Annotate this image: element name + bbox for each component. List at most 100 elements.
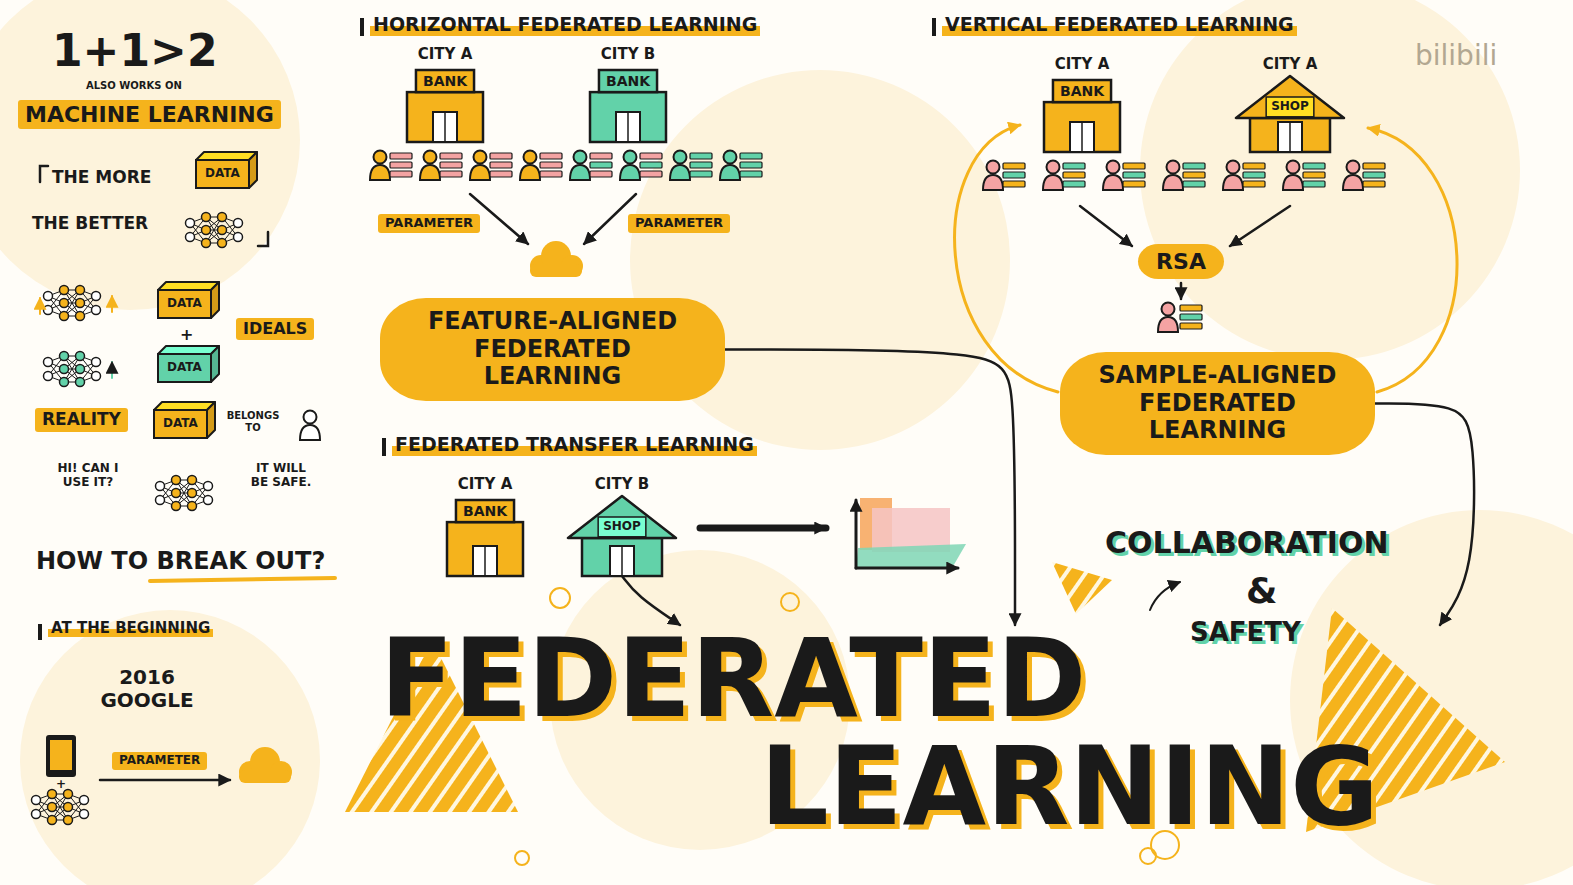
data-box: DATA (158, 354, 211, 382)
person-head (424, 151, 437, 164)
data-bar (640, 153, 662, 159)
node-text: FEATURE-ALIGNED FEDERATED LEARNING (408, 308, 697, 391)
bank-sign (456, 500, 514, 522)
person-body (1158, 317, 1178, 332)
person-body (570, 165, 590, 180)
person-body (370, 165, 390, 180)
flow-arrow (1375, 403, 1474, 625)
corner-bracket (258, 232, 268, 246)
person-icon (470, 151, 490, 181)
door-split (1289, 122, 1291, 152)
box-front (154, 410, 207, 438)
person-body (1103, 175, 1123, 190)
feedback-loop (955, 125, 1058, 392)
net-neuron (60, 312, 69, 321)
person-body (300, 425, 320, 440)
person-head (1347, 161, 1360, 174)
person-body (720, 165, 740, 180)
person-head (304, 411, 317, 424)
box-top (196, 152, 257, 160)
person-body (420, 165, 440, 180)
building-door (610, 546, 634, 576)
data-bar (740, 162, 762, 168)
box-side (211, 282, 219, 318)
watermark: bilibili (1415, 40, 1497, 72)
node-text: MACHINE LEARNING (25, 102, 274, 127)
net-neuron (92, 292, 101, 301)
year-company: 2016 GOOGLE (92, 666, 202, 712)
bank-building: CITY ABANK (395, 46, 495, 142)
person-body (1043, 175, 1063, 190)
neural-net-icon (156, 476, 213, 511)
person-body (470, 165, 490, 180)
growth-arrow (39, 298, 41, 314)
data-bar (490, 162, 512, 168)
person-head (474, 151, 487, 164)
data-bar (1363, 163, 1385, 169)
person-head (1227, 161, 1240, 174)
net-neuron (188, 476, 197, 485)
net-neuron (92, 306, 101, 315)
person-icon (300, 411, 320, 441)
node-text: PARAMETER (635, 216, 723, 231)
heading-bar (38, 624, 42, 640)
box-top (158, 282, 219, 290)
highlight-band: PARAMETER (628, 214, 730, 233)
growth-arrow (111, 362, 113, 378)
box-top (154, 402, 215, 410)
slogan-text: COLLABORATION (1105, 526, 1389, 561)
building-door (433, 112, 457, 142)
data-bar (640, 171, 662, 177)
phone-screen (50, 740, 72, 770)
net-neuron (172, 476, 181, 485)
data-bar (540, 171, 562, 177)
person-head (724, 151, 737, 164)
bank-building: CITY ABANK (1032, 56, 1132, 152)
building-sign-text: BANK (463, 503, 507, 519)
net-neuron (48, 790, 57, 799)
highlight-band: PARAMETER (112, 752, 207, 770)
net-neuron (44, 372, 53, 381)
net-neuron (202, 239, 211, 248)
feedback-loop (1368, 128, 1457, 392)
node-text: REALITY (42, 410, 121, 430)
box-front (158, 290, 211, 318)
net-neuron (234, 219, 243, 228)
net-neuron (218, 213, 227, 222)
plus-sign: + (56, 778, 66, 792)
neural-net-icon (44, 352, 101, 387)
slogan-text: & (1246, 570, 1277, 611)
net-neuron (60, 352, 69, 361)
chart-axis (855, 500, 858, 568)
phone-icon (46, 735, 76, 777)
net-neuron (60, 299, 69, 308)
data-bar (1180, 323, 1202, 329)
net-neuron (76, 312, 85, 321)
quote-text: THE BETTER (32, 214, 148, 234)
data-bar (1003, 172, 1025, 178)
data-bar (490, 153, 512, 159)
data-bar (390, 171, 412, 177)
data-bar (690, 171, 712, 177)
box-side (211, 346, 219, 382)
building-body (590, 92, 666, 142)
person-body (1163, 175, 1183, 190)
net-neuron (172, 489, 181, 498)
building-heading: CITY A (1240, 56, 1340, 73)
data-bar (740, 171, 762, 177)
data-bar (590, 153, 612, 159)
person-head (574, 151, 587, 164)
net-neuron (234, 233, 243, 242)
data-bar (440, 162, 462, 168)
net-neuron (64, 816, 73, 825)
plus-sign: + (180, 326, 193, 344)
net-neuron (172, 502, 181, 511)
person-icon (520, 151, 540, 181)
node-text: RSA (1148, 249, 1214, 274)
person-body (1223, 175, 1243, 190)
data-bar (440, 171, 462, 177)
bank-sign (416, 70, 474, 92)
building-sign-text: BANK (423, 73, 467, 89)
bank-sign (599, 70, 657, 92)
data-bar (1243, 181, 1265, 187)
